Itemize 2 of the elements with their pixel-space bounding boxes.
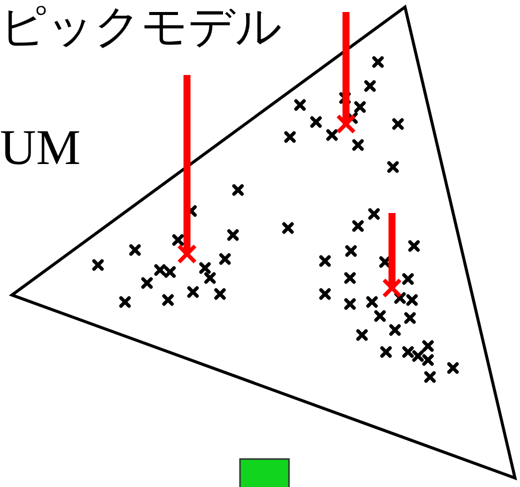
heading-text: ピックモデル [0,0,282,55]
model-label: UM [0,118,81,176]
